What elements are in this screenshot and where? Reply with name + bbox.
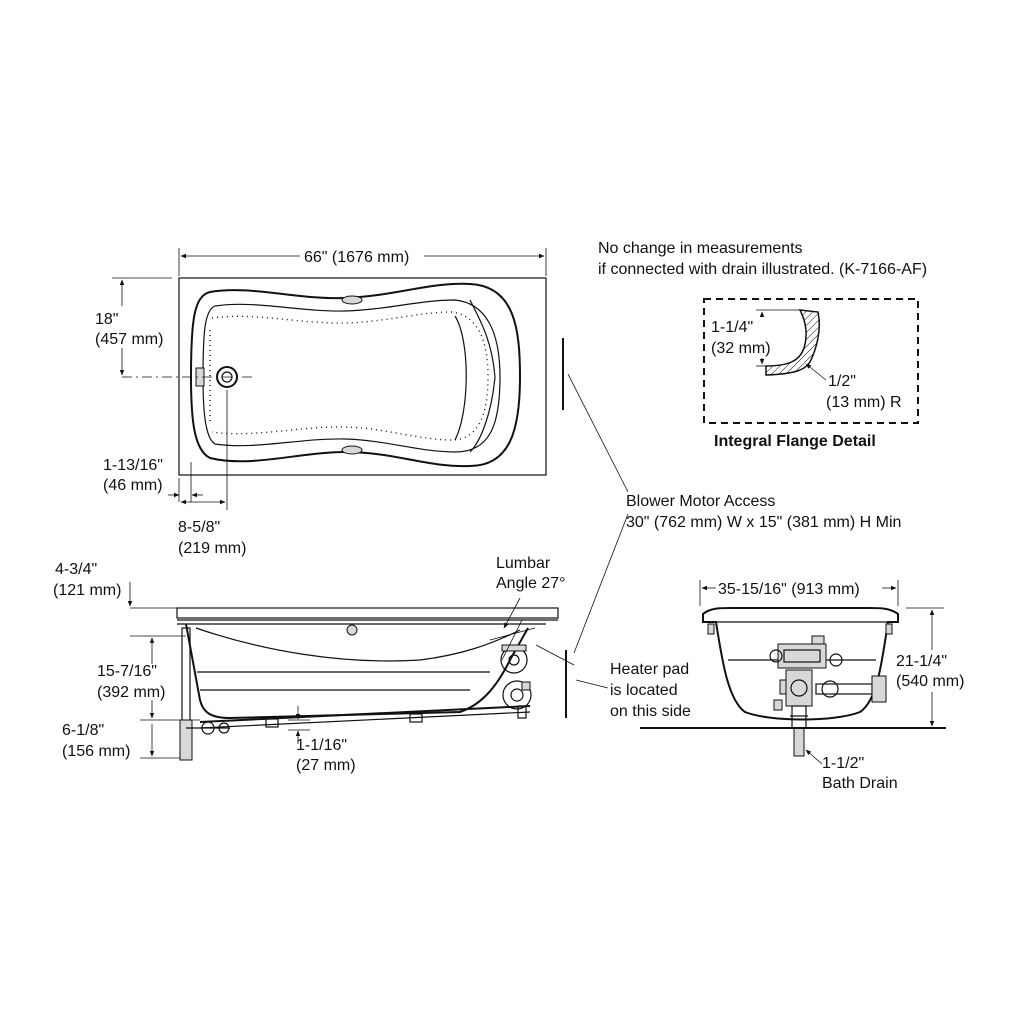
tub-basin-inner bbox=[202, 299, 501, 453]
note-line-1: No change in measurements bbox=[598, 240, 803, 257]
foot-height-in: 1-1/16" bbox=[296, 737, 347, 754]
plan-view: 66" (1676 mm) 18" (457 mm) 1-13/16 bbox=[95, 248, 564, 557]
blower-line-2: 30" (762 mm) W x 15" (381 mm) H Min bbox=[626, 514, 901, 531]
rim-height-mm: (121 mm) bbox=[53, 582, 121, 599]
foot-height-mm: (27 mm) bbox=[296, 757, 356, 774]
bath-drain-line-2: Bath Drain bbox=[822, 775, 898, 792]
integral-flange-detail: 1-1/4" (32 mm) 1/2" (13 mm) R Integral F… bbox=[703, 298, 919, 450]
heater-line-1: Heater pad bbox=[610, 661, 689, 678]
drain-note: No change in measurements if connected w… bbox=[598, 240, 927, 278]
heater-line-2: is located bbox=[610, 682, 678, 699]
flange-detail-title: Integral Flange Detail bbox=[714, 433, 876, 450]
drain-offset-in: 1-13/16" bbox=[103, 457, 163, 474]
heater-line-3: on this side bbox=[610, 703, 691, 720]
flange-radius-in: 1/2" bbox=[828, 373, 856, 390]
flange-height-in: 1-1/4" bbox=[711, 319, 753, 336]
flange-radius-mm: (13 mm) R bbox=[826, 394, 902, 411]
note-line-2: if connected with drain illustrated. (K-… bbox=[598, 261, 927, 278]
tub-side-profile bbox=[185, 623, 529, 720]
tub-basin-outer bbox=[189, 282, 522, 468]
bath-drain-line-1: 1-1/2" bbox=[822, 755, 864, 772]
basin-depth-in: 15-7/16" bbox=[97, 663, 157, 680]
basin-depth-mm: (392 mm) bbox=[97, 684, 165, 701]
blower-access-note: Blower Motor Access 30" (762 mm) W x 15"… bbox=[567, 373, 901, 654]
tub-rim bbox=[176, 607, 559, 619]
pump-icon bbox=[502, 680, 532, 710]
plan-height-mm: (457 mm) bbox=[95, 331, 163, 348]
end-height-in: 21-1/4" bbox=[896, 653, 947, 670]
base-height-in: 6-1/8" bbox=[62, 722, 104, 739]
flange-section bbox=[765, 309, 821, 376]
end-height-mm: (540 mm) bbox=[896, 673, 964, 690]
pump-assembly bbox=[777, 643, 827, 669]
lumbar-line-1: Lumbar bbox=[496, 555, 551, 572]
base-height-mm: (156 mm) bbox=[62, 743, 130, 760]
blower-line-1: Blower Motor Access bbox=[626, 493, 775, 510]
end-view: 35-15/16" (913 mm) 21-1/4" (540 mm) bbox=[640, 580, 964, 792]
side-view: Lumbar Angle 27° 4-3/4" (121 mm) 15-7/16… bbox=[53, 555, 691, 774]
flange-height-mm: (32 mm) bbox=[711, 340, 771, 357]
drain-center-in: 8-5/8" bbox=[178, 519, 220, 536]
plan-width-dimension: 66" (1676 mm) bbox=[304, 249, 409, 266]
rim-height-in: 4-3/4" bbox=[55, 561, 97, 578]
lumbar-line-2: Angle 27° bbox=[496, 575, 566, 592]
plan-height-in: 18" bbox=[95, 311, 118, 328]
end-width-dimension: 35-15/16" (913 mm) bbox=[718, 581, 860, 598]
drain-center-mm: (219 mm) bbox=[178, 540, 246, 557]
tub-deck-outline bbox=[178, 277, 547, 476]
drain-offset-mm: (46 mm) bbox=[103, 477, 163, 494]
